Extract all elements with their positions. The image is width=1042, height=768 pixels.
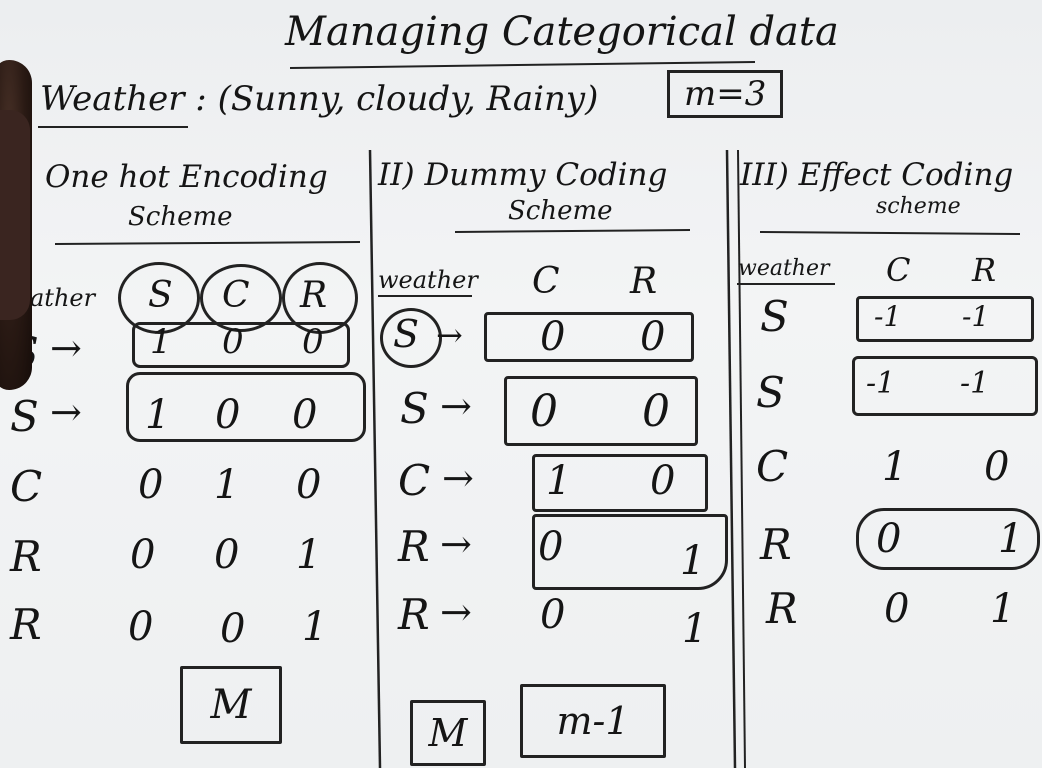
one-hot-row1-box	[132, 322, 350, 368]
cell: -1	[874, 300, 902, 333]
cell: 0	[296, 462, 322, 508]
page-title: Managing Categorical data	[285, 9, 839, 55]
one-hot-col-label: ather	[30, 284, 96, 312]
cell: 0	[215, 392, 241, 438]
cell: 0	[540, 592, 566, 638]
cell: 0	[222, 322, 244, 362]
cell: 0	[650, 458, 676, 504]
cell: 0	[984, 444, 1010, 490]
dummy-heading: II) Dummy Coding	[378, 157, 668, 193]
dummy-footer-m: M	[410, 700, 486, 766]
cell: 0	[540, 314, 566, 360]
row-label: R	[760, 520, 792, 569]
row-label: C	[10, 462, 43, 511]
cell: 1	[296, 532, 322, 578]
arrow-glyph: →	[440, 522, 472, 566]
cell: 1	[882, 444, 908, 490]
cell: -1	[960, 366, 990, 401]
m-count-box: m=3	[667, 70, 784, 118]
cell: 0	[642, 386, 670, 437]
effect-row4-box	[856, 508, 1040, 570]
cell: 1	[546, 458, 572, 504]
cell: 1	[680, 538, 706, 584]
effect-row1-box	[856, 296, 1034, 342]
cell: 0	[128, 604, 154, 650]
row-label: S	[760, 292, 789, 341]
cell: -1	[962, 300, 990, 333]
effect-row2-box	[852, 356, 1038, 416]
cell: 0	[292, 392, 318, 438]
cell: 0	[530, 386, 558, 437]
arrow-glyph: →	[50, 390, 82, 434]
row-label: S	[756, 368, 785, 417]
cell: 0	[130, 532, 156, 578]
row-label: R	[766, 584, 798, 633]
presenter-shoulder	[0, 110, 30, 320]
arrow-glyph: →	[440, 590, 472, 634]
row-label: C	[398, 456, 431, 505]
header-circle-s	[118, 262, 200, 334]
dummy-row2-box	[504, 376, 698, 446]
one-hot-row2-box	[126, 372, 366, 442]
cell: 1	[302, 604, 328, 650]
cell: 0	[302, 322, 324, 362]
row-label: C	[756, 442, 789, 491]
cell: -1	[866, 366, 896, 401]
dummy-subheading: Scheme	[508, 196, 613, 226]
arrow-glyph: →	[50, 326, 82, 370]
header-circle-c	[200, 264, 282, 332]
cell: 1	[998, 516, 1024, 562]
row-label: S	[393, 312, 420, 356]
effect-subheading: scheme	[876, 194, 961, 219]
cell: 1	[145, 392, 171, 438]
cell: 1	[682, 606, 708, 652]
effect-heading: III) Effect Coding	[740, 157, 1014, 193]
header-circle-r	[282, 262, 358, 334]
dummy-row1-box	[484, 312, 694, 362]
row-label: S	[400, 384, 429, 433]
cell: 0	[214, 532, 240, 578]
dummy-col-label: weather	[378, 266, 478, 294]
row-label: R	[398, 522, 430, 571]
one-hot-footer-box: M	[180, 666, 282, 744]
cell: 1	[990, 586, 1016, 632]
effect-header-c: C	[886, 251, 911, 289]
row-label: R	[10, 532, 42, 581]
dummy-header-c: C	[532, 261, 560, 302]
arrow-glyph: →	[436, 316, 463, 354]
effect-col-label: weather	[738, 256, 830, 281]
arrow-glyph: →	[442, 456, 474, 500]
arrow-glyph: →	[440, 384, 472, 428]
one-hot-heading: One hot Encoding	[45, 159, 328, 195]
one-hot-header-s: S	[148, 275, 173, 316]
dummy-row4-box	[532, 514, 728, 590]
cell: 0	[876, 516, 902, 562]
cell: 0	[640, 314, 666, 360]
dummy-row1-circle	[380, 308, 442, 368]
row-label: R	[10, 600, 42, 649]
row-label: R	[398, 590, 430, 639]
cell: 0	[220, 606, 246, 652]
dummy-header-r: R	[630, 261, 658, 302]
one-hot-header-c: C	[222, 275, 250, 316]
effect-header-r: R	[972, 251, 997, 289]
one-hot-subheading: Scheme	[128, 202, 233, 232]
one-hot-header-r: R	[300, 275, 328, 316]
cell: 1	[150, 322, 172, 362]
weather-categories: Weather : (Sunny, cloudy, Rainy)	[40, 79, 599, 119]
cell: 0	[884, 586, 910, 632]
dummy-row3-box	[532, 454, 708, 512]
cell: 0	[138, 462, 164, 508]
cell: 0	[538, 524, 564, 570]
dummy-footer-box: m-1	[520, 684, 666, 758]
cell: 1	[214, 462, 240, 508]
one-hot-row2-label: S	[10, 392, 39, 441]
